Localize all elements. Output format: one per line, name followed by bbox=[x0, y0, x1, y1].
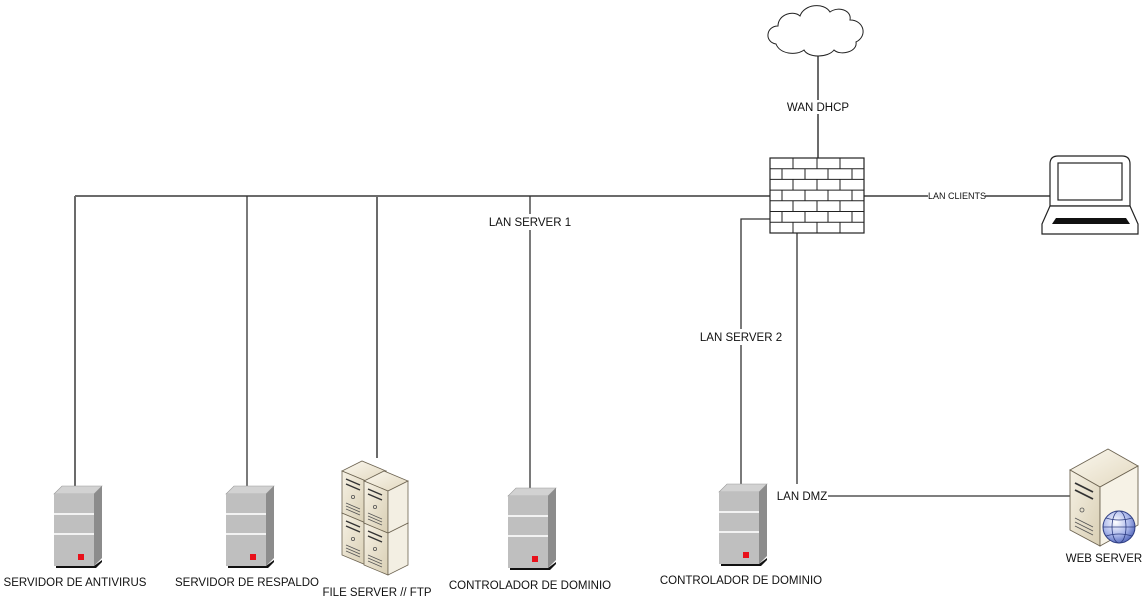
wan-dhcp-label: WAN DHCP bbox=[787, 102, 850, 114]
server-tower-icon bbox=[53, 485, 103, 569]
server-tower-icon bbox=[718, 483, 768, 567]
wires bbox=[74, 54, 1070, 497]
server-dc1[interactable] bbox=[507, 487, 557, 571]
server-antivirus[interactable] bbox=[53, 485, 103, 569]
server-tower-icon bbox=[225, 485, 275, 569]
server-label: SERVIDOR DE RESPALDO bbox=[175, 577, 319, 589]
lan-server-2-upper bbox=[740, 218, 770, 329]
laptop-icon bbox=[1041, 155, 1139, 235]
server-fileserver[interactable] bbox=[341, 460, 409, 576]
server-label: CONTROLADOR DE DOMINIO bbox=[449, 580, 611, 592]
server-dc2[interactable] bbox=[718, 483, 768, 567]
firewall-icon bbox=[769, 157, 865, 234]
internet-cloud-icon bbox=[767, 5, 864, 57]
server-cluster-icon bbox=[341, 460, 409, 576]
server-tower-icon bbox=[507, 487, 557, 571]
server-label: SERVIDOR DE ANTIVIRUS bbox=[4, 577, 147, 589]
globe-icon bbox=[1102, 510, 1136, 544]
server-label: FILE SERVER // FTP bbox=[322, 587, 431, 599]
lan-dmz-label: LAN DMZ bbox=[777, 491, 827, 503]
server-label: WEB SERVER bbox=[1066, 553, 1142, 565]
server-respaldo[interactable] bbox=[225, 485, 275, 569]
server-web[interactable] bbox=[1069, 448, 1139, 547]
lan-clients-label: LAN CLIENTS bbox=[928, 191, 986, 201]
server-label: CONTROLADOR DE DOMINIO bbox=[660, 575, 822, 587]
lan-server-1-label: LAN SERVER 1 bbox=[489, 217, 571, 229]
lan-server-2-label: LAN SERVER 2 bbox=[700, 332, 782, 344]
